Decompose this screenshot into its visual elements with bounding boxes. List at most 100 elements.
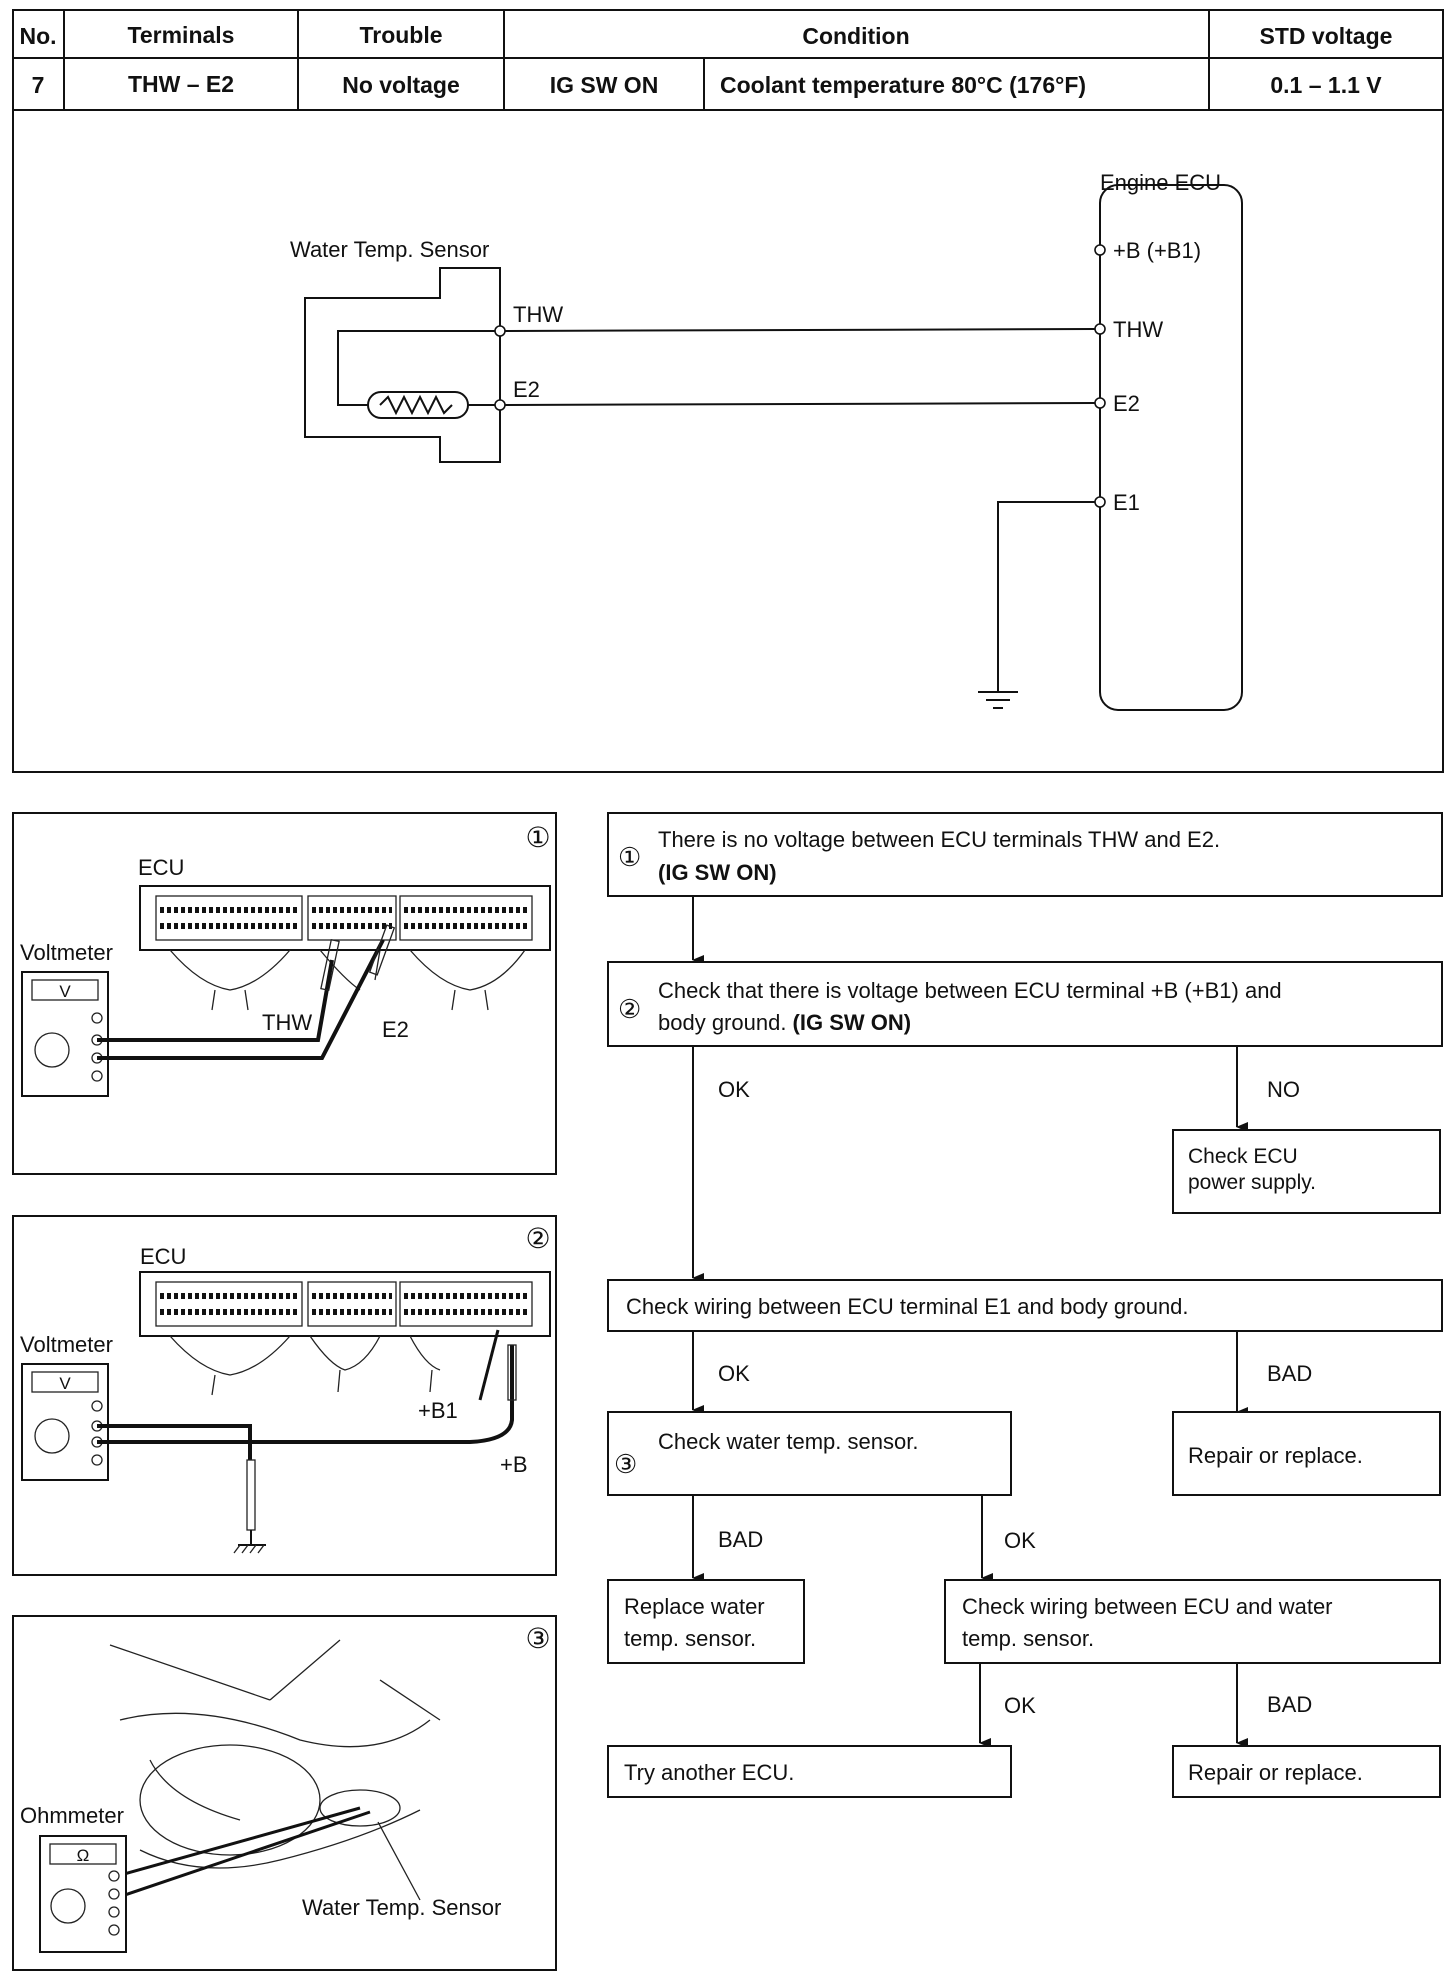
troubleshooting-flowchart: ① There is no voltage between ECU termin…	[607, 812, 1443, 1798]
wire-thw	[504, 328, 1096, 332]
header-terminals: Terminals	[128, 22, 235, 48]
step1-number: ①	[525, 822, 550, 853]
circuit-diagram: Engine ECU +B (+B1) THW E2 E1 Water Temp…	[290, 170, 1243, 711]
flow-box-1-text: There is no voltage between ECU terminal…	[658, 827, 1220, 852]
flow-box-e1-ok: OK	[718, 1361, 750, 1386]
voltmeter-2-symbol: V	[59, 1374, 71, 1393]
illustration-step2: ② ECU Voltmeter V +B1 +B	[12, 1215, 557, 1576]
cell-condition-switch: IG SW ON	[550, 72, 659, 98]
flow-box-wiring-bad: BAD	[1267, 1692, 1312, 1717]
flow-box-e1-bad: BAD	[1267, 1361, 1312, 1386]
flow-box-e1-text: Check wiring between ECU terminal E1 and…	[626, 1294, 1189, 1319]
step2-voltmeter-label: Voltmeter	[20, 1332, 113, 1357]
wire-e1-ground	[997, 501, 1095, 692]
step2-probe-b1: +B1	[418, 1398, 458, 1423]
step1-ecu-label: ECU	[138, 855, 184, 880]
ground-icon	[978, 691, 1018, 709]
thermistor-symbol	[367, 391, 469, 419]
flow-box-2-condition: (IG SW ON)	[793, 1010, 912, 1035]
sensor-label: Water Temp. Sensor	[290, 237, 489, 262]
step3-number: ③	[525, 1623, 550, 1654]
flow-box-try-ecu	[607, 1745, 1012, 1798]
sensor-pin-e2-label: E2	[513, 377, 540, 402]
flow-box-2	[607, 961, 1443, 1047]
ohmmeter	[39, 1835, 127, 1953]
step1-voltmeter-label: Voltmeter	[20, 940, 113, 965]
flow-box-replace-line2: temp. sensor.	[624, 1626, 756, 1651]
flow-box-3-ok: OK	[1004, 1528, 1036, 1553]
ecu-pin-b	[1094, 244, 1106, 256]
header-std-voltage: STD voltage	[1260, 23, 1393, 49]
illustration-step1: ① ECU Voltmeter V THW E2	[12, 812, 557, 1175]
flow-box-2-ok: OK	[718, 1077, 750, 1102]
step2-ecu-label: ECU	[140, 1244, 186, 1269]
header-no: No.	[19, 23, 56, 49]
voltmeter-1	[21, 971, 109, 1097]
flow-box-power-line1: Check ECU	[1188, 1145, 1298, 1168]
flow-box-3-bad: BAD	[718, 1527, 763, 1552]
engine-ecu-label: Engine ECU	[1100, 170, 1221, 195]
flow-box-repair-1-text: Repair or replace.	[1188, 1443, 1363, 1468]
flow-box-replace-line1: Replace water	[624, 1594, 765, 1619]
flow-box-repair-2	[1172, 1745, 1441, 1798]
engine-ecu-block	[1099, 184, 1243, 711]
flow-box-wiring-ok: OK	[1004, 1693, 1036, 1718]
illustration-step3: ③ Ohmmeter Ω Water Temp. Sensor	[12, 1615, 557, 1971]
body-ground-icon	[233, 1544, 266, 1554]
ecu-pin-thw	[1094, 323, 1106, 335]
sensor-pin-e2	[494, 399, 506, 411]
flow-box-power	[1172, 1129, 1441, 1214]
flow-box-2-text-2: body ground.	[658, 1010, 793, 1035]
water-temp-sensor-body	[304, 267, 501, 463]
wire-e2	[504, 402, 1096, 406]
step2-number: ②	[525, 1223, 550, 1254]
step1-probe-e2: E2	[382, 1017, 409, 1042]
flow-box-wiring-line1: Check wiring between ECU and water	[962, 1594, 1333, 1619]
ecu-pin-b-label: +B (+B1)	[1113, 238, 1201, 263]
flow-box-2-number: ②	[618, 994, 641, 1024]
flow-box-wiring	[944, 1579, 1441, 1664]
water-temp-sensor-part	[319, 1789, 401, 1827]
ecu-pin-thw-label: THW	[1113, 317, 1163, 342]
cell-trouble: No voltage	[342, 72, 460, 98]
engine-outline	[109, 1639, 441, 1869]
flow-box-2-text: Check that there is voltage between ECU …	[658, 978, 1282, 1003]
flow-box-wiring-line2: temp. sensor.	[962, 1626, 1094, 1651]
header-trouble: Trouble	[359, 22, 442, 48]
flow-box-1-number: ①	[618, 842, 641, 872]
step2-probe-b: +B	[500, 1452, 528, 1477]
flow-box-1-condition: (IG SW ON)	[658, 860, 777, 885]
flow-box-power-line2: power supply.	[1188, 1171, 1316, 1194]
step1-probe-thw: THW	[262, 1010, 312, 1035]
svg-text:body ground. (IG SW ON): body ground. (IG SW ON)	[658, 1010, 911, 1035]
cell-no: 7	[32, 72, 45, 98]
flow-box-3-text: Check water temp. sensor.	[658, 1429, 918, 1454]
ecu-connector-1	[139, 885, 551, 951]
flow-box-1	[607, 812, 1443, 897]
ohmmeter-symbol: Ω	[77, 1846, 90, 1865]
cell-terminals: THW – E2	[128, 71, 234, 97]
ecu-pin-e1	[1094, 496, 1106, 508]
flow-box-replace	[607, 1579, 805, 1664]
flow-box-repair-1	[1172, 1411, 1441, 1496]
ecu-pin-e2-label: E2	[1113, 391, 1140, 416]
flow-box-e1	[607, 1279, 1443, 1332]
flow-box-3	[607, 1411, 1012, 1496]
sensor-pin-thw-label: THW	[513, 302, 563, 327]
flow-box-try-ecu-text: Try another ECU.	[624, 1760, 794, 1785]
flow-box-3-number: ③	[614, 1449, 637, 1479]
step3-sensor-label: Water Temp. Sensor	[302, 1895, 501, 1920]
cell-std-voltage: 0.1 – 1.1 V	[1270, 72, 1382, 98]
ecu-pin-e2	[1094, 397, 1106, 409]
ecu-pin-e1-label: E1	[1113, 490, 1140, 515]
header-condition: Condition	[802, 23, 909, 49]
sensor-pin-thw	[494, 325, 506, 337]
step3-ohmmeter-label: Ohmmeter	[20, 1803, 124, 1828]
ecu-connector-2	[139, 1271, 551, 1337]
voltmeter-1-symbol: V	[59, 982, 71, 1001]
flow-box-repair-2-text: Repair or replace.	[1188, 1760, 1363, 1785]
flow-box-2-no: NO	[1267, 1077, 1300, 1102]
cell-condition-detail: Coolant temperature 80°C (176°F)	[720, 72, 1086, 98]
